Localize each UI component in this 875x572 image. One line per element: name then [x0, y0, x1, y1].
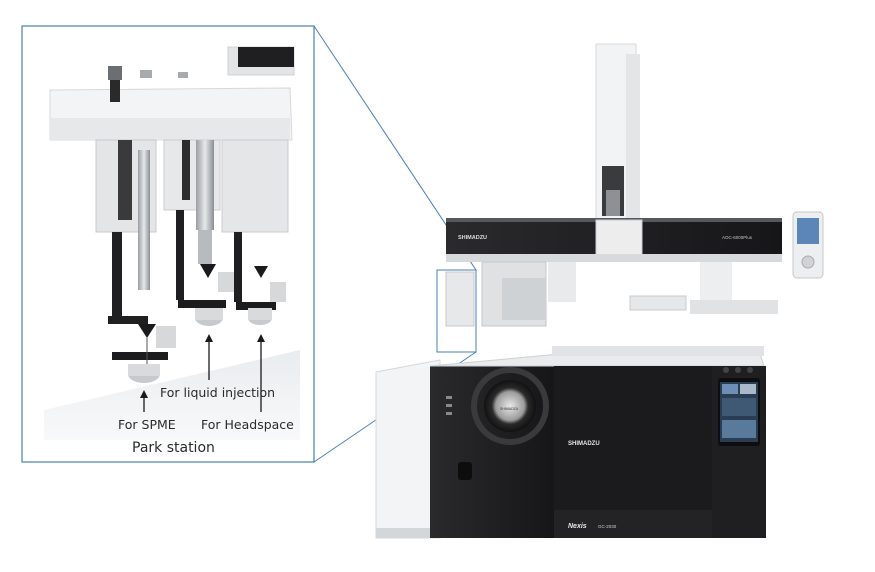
liquid-injection-label: For liquid injection	[160, 385, 276, 400]
gc-series-label: Nexis	[568, 523, 587, 530]
spme-label: For SPME	[118, 417, 176, 432]
injector-brand-label: SHIMADZU	[500, 407, 519, 411]
inset-detail-panel	[21, 25, 315, 463]
park-station-caption: Park station	[132, 440, 215, 456]
gc-brand-label: SHIMADZU	[568, 441, 600, 447]
headspace-tool	[221, 139, 289, 325]
headspace-label: For Headspace	[201, 417, 294, 432]
liquid-injection-tool	[163, 139, 236, 326]
autosampler-brand-label: SHIMADZU	[458, 235, 487, 241]
gc-instrument	[375, 43, 824, 539]
callout-arrows	[140, 334, 265, 412]
spme-tool	[95, 139, 176, 383]
gc-model-label: GC-2030	[598, 524, 617, 529]
autosampler-model-label: AOC-6000Plus	[722, 235, 753, 240]
